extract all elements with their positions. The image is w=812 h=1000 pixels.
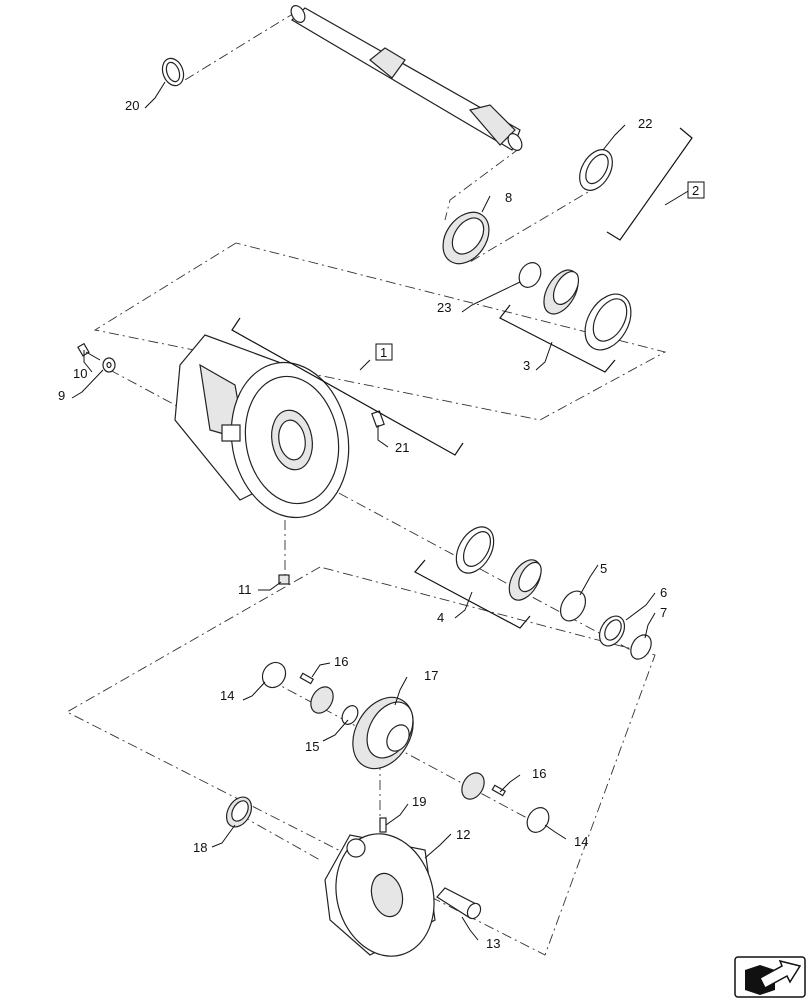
callout-16b: 16 [532,766,546,781]
planet-shaft-13 [436,887,482,920]
callout-2: 2 [692,183,699,198]
needle-bearing-15a [310,686,334,714]
callout-22: 22 [638,116,652,131]
bearing-cone-3 [543,269,580,315]
pin-16b [491,784,507,797]
bearing-cup-3 [584,293,632,351]
callout-14b: 14 [574,834,588,849]
callout-10: 10 [73,366,87,381]
callout-20: 20 [125,98,139,113]
callout-12: 12 [456,827,470,842]
pin-16a [299,672,315,685]
bearing-cup-22 [579,149,613,191]
callout-13: 13 [486,936,500,951]
callout-19: 19 [412,794,426,809]
bearing-cup-4 [455,526,495,574]
callout-23: 23 [437,300,451,315]
roll-pin-19 [379,817,387,833]
axle-housing-1 [174,334,350,519]
bracket-1 [231,317,464,456]
planet-gear-17 [352,696,414,770]
washer-6 [598,615,626,647]
bracket-4 [414,559,531,629]
plug-11 [278,574,290,585]
seal-8 [442,211,490,265]
seal-18 [225,796,253,828]
shim-5 [559,590,587,622]
callout-5: 5 [600,561,607,576]
pin-21 [371,410,385,428]
leader-lines [71,81,691,941]
callout-6: 6 [660,585,667,600]
callout-11: 11 [238,582,252,597]
bracket-3 [499,304,616,373]
callout-box-2 [687,181,705,199]
callout-box-1 [375,343,393,361]
thrust-washer-14a [261,661,287,689]
callout-7: 7 [660,605,667,620]
axle-shaft [290,5,523,151]
callout-15: 15 [305,739,319,754]
callout-8: 8 [505,190,512,205]
snap-ring-7 [630,634,652,660]
callout-4: 4 [437,610,444,625]
needle-bearing-16b [461,772,485,800]
callout-17: 17 [424,668,438,683]
arrow-out-of-box-icon[interactable] [734,956,806,998]
callout-21: 21 [395,440,409,455]
bolt-10 [77,342,101,361]
washer-9 [102,357,116,373]
planet-carrier-12 [324,833,436,957]
callout-16a: 16 [334,654,348,669]
bearing-cone-4 [508,559,542,601]
callout-labels: 20 8 22 2 23 3 10 9 1 21 11 4 5 6 7 14 1… [58,98,705,951]
bracket-2 [606,127,693,241]
callout-14a: 14 [220,688,234,703]
callout-3: 3 [523,358,530,373]
callout-9: 9 [58,388,65,403]
assembly-lines [66,11,667,956]
snap-ring-20 [161,57,185,87]
callout-18: 18 [193,840,207,855]
callout-1: 1 [380,345,387,360]
thrust-washer-14b [526,807,550,833]
snap-ring-23 [518,262,542,288]
